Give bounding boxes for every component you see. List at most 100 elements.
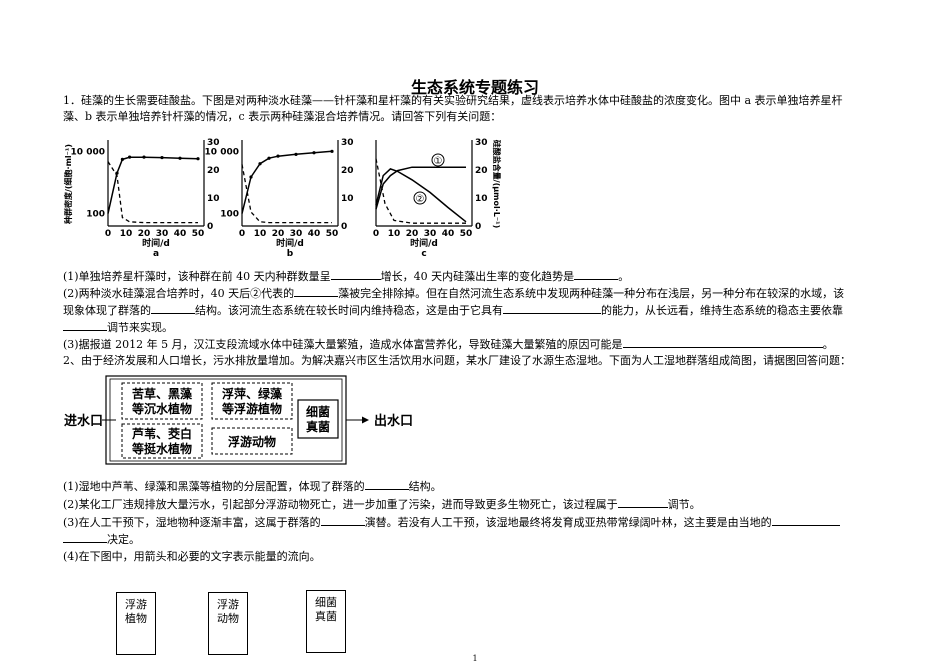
q2-sub4: (4)在下图中，用箭头和必要的文字表示能量的流向。: [63, 550, 321, 563]
answer-blank[interactable]: [574, 269, 619, 280]
q1-sub2-cont: 现象体现了群落的结构。该河流生态系统在较长时间内维持稳态，这是由于它具有的能力，…: [63, 303, 843, 317]
y-tick-label: 100: [220, 210, 239, 220]
x-axis-title: 时间/d: [410, 237, 438, 249]
data-point: [276, 154, 280, 158]
box3-line2: 等挺水植物: [131, 441, 192, 456]
data-point: [128, 155, 132, 159]
series-line-b-0: [241, 150, 333, 214]
y2-tick-label: 30: [207, 138, 220, 148]
data-point: [160, 155, 164, 160]
series-line-c-0: [375, 166, 466, 210]
box3-line1: 芦苇、茭白: [132, 426, 192, 441]
series-line-a-1: [107, 161, 198, 224]
data-point: [196, 157, 200, 161]
box5-line2: 真菌: [306, 419, 330, 434]
panel-label: c: [421, 249, 426, 259]
answer-blank[interactable]: [151, 303, 195, 314]
answer-blank[interactable]: [63, 320, 107, 331]
box1-line1: 苦草、黑藻: [132, 386, 193, 401]
series-label-1: ①: [434, 156, 443, 167]
q2-sub3-end: 决定。: [63, 532, 140, 546]
y-tick-label: 100: [86, 210, 105, 220]
series-line-a-0: [107, 156, 199, 214]
page-number: 1: [472, 654, 478, 663]
answer-blank[interactable]: [63, 532, 107, 543]
y2-tick-label: 10: [207, 194, 220, 204]
y2-tick-label: 10: [475, 194, 488, 204]
x-tick-label: 20: [406, 229, 419, 239]
energy-box-zooplankton: 浮游动物: [208, 592, 248, 655]
zooplankton-box: 浮游动物: [211, 427, 293, 455]
x-tick-label: 10: [120, 229, 133, 239]
x-axis-title: 时间/d: [142, 237, 170, 249]
x-tick-label: 40: [174, 229, 187, 239]
answer-blank[interactable]: [294, 286, 339, 297]
x-tick-label: 30: [156, 229, 169, 239]
q1-stem-line2: 藻、b 表示单独培养针杆藻的情况，c 表示两种硅藻混合培养情况。请回答下列有关问…: [63, 110, 502, 123]
box5-line1: 细菌: [306, 404, 330, 419]
energy-box-decomposers: 细菌真菌: [306, 590, 346, 653]
q2-sub3: (3)在人工干预下，湿地物种逐渐丰富，这属于群落的演替。若没有人工干预，该湿地最…: [63, 515, 840, 529]
y2-tick-label: 30: [341, 138, 354, 148]
x-tick-label: 40: [308, 229, 321, 239]
answer-blank[interactable]: [617, 497, 668, 508]
y2-tick-label: 0: [207, 222, 213, 232]
data-point: [120, 157, 124, 162]
emergent-plants-box: 芦苇、茭白 等挺水植物: [121, 423, 203, 459]
x-tick-label: 30: [424, 229, 437, 239]
y-axis-title: 种群密度/(细胞·ml⁻¹): [63, 144, 73, 225]
data-point: [330, 149, 334, 153]
y2-tick-label: 30: [475, 138, 488, 148]
floating-plants-box: 浮萍、绿藻 等浮游植物: [211, 382, 293, 420]
y2-tick-label: 20: [341, 166, 354, 176]
silicate-diatom-charts: 种群密度/(细胞·ml⁻¹)硅酸盐含量/(μmol·L⁻¹)10 0001003…: [63, 138, 502, 259]
x-tick-label: 30: [290, 229, 303, 239]
submerged-plants-box: 苦草、黑藻 等沉水植物: [121, 382, 203, 420]
series-line-b-1: [241, 164, 332, 224]
y-tick-label: 10 000: [205, 147, 239, 157]
series-marker-2: [413, 191, 427, 205]
answer-blank[interactable]: [503, 303, 601, 314]
y2-tick-label: 20: [207, 166, 220, 176]
energy-box-phytoplankton: 浮游植物: [116, 592, 156, 655]
q2-sub2: (2)某化工厂违规排放大量污水，引起部分浮游动物死亡，进一步加重了污染，进而导致…: [63, 497, 701, 511]
x-tick-label: 10: [388, 229, 401, 239]
series-marker-1: [431, 153, 445, 167]
outlet-label: 出水口: [374, 413, 413, 429]
answer-blank[interactable]: [320, 515, 365, 526]
box2-line1: 浮萍、绿藻: [222, 386, 283, 401]
x-tick-label: 20: [272, 229, 285, 239]
data-point: [142, 155, 146, 159]
y2-tick-label: 10: [341, 194, 354, 204]
q1-sub2-end: 调节来实现。: [63, 320, 173, 334]
x-axis-title: 时间/d: [276, 237, 304, 249]
y2-axis-title: 硅酸盐含量/(μmol·L⁻¹): [492, 140, 502, 229]
data-point: [312, 151, 316, 155]
answer-blank[interactable]: [622, 337, 823, 348]
answer-blank[interactable]: [364, 479, 409, 490]
q1-sub1: (1)单独培养星杆藻时，该种群在前 40 天内种群数量呈增长，40 天内硅藻出生…: [63, 269, 630, 283]
page-title: 生态系统专题练习: [410, 78, 539, 97]
x-tick-label: 50: [192, 229, 205, 239]
data-point: [178, 156, 182, 160]
y2-tick-label: 0: [341, 222, 347, 232]
x-tick-label: 10: [254, 229, 267, 239]
series-line-c-1: [375, 168, 467, 223]
box2-line2: 等浮游植物: [221, 401, 282, 416]
q2-sub1: (1)湿地中芦苇、绿藻和黑藻等植物的分层配置，体现了群落的结构。: [63, 479, 442, 493]
answer-blank[interactable]: [771, 515, 840, 526]
x-tick-label: 0: [239, 229, 245, 239]
q2-stem: 2、由于经济发展和人口增长，污水排放量增加。为解决嘉兴市区生活饮用水问题，某水厂…: [63, 354, 851, 367]
wetland-diagram: 苦草、黑藻 等沉水植物 浮萍、绿藻 等浮游植物 芦苇、茭白 等挺水植物 浮游动物…: [64, 375, 413, 465]
x-tick-label: 50: [326, 229, 339, 239]
x-tick-label: 40: [442, 229, 455, 239]
y2-tick-label: 0: [475, 222, 481, 232]
answer-blank[interactable]: [330, 269, 381, 280]
series-line-c-2: [375, 158, 466, 224]
panel-label: a: [153, 249, 159, 259]
box4-label: 浮游动物: [228, 434, 276, 449]
q1-sub2: (2)两种淡水硅藻混合培养时，40 天后②代表的藻被完全排除掉。但在自然河流生态…: [63, 286, 845, 300]
data-point: [249, 175, 253, 179]
box1-line2: 等沉水植物: [131, 401, 192, 416]
data-point: [258, 162, 262, 166]
